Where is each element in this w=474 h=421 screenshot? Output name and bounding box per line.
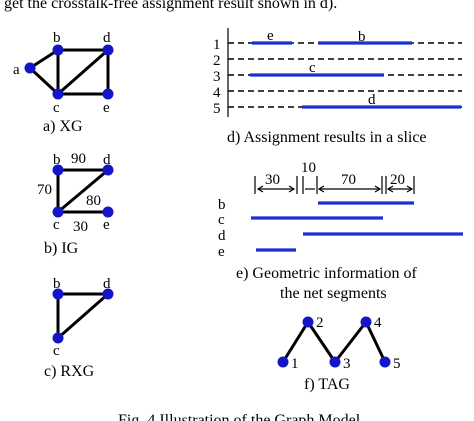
rxg-label-b: b (53, 276, 61, 292)
track-number-3: 3 (213, 69, 221, 85)
geometry-caption-line2: the net segments (280, 285, 387, 302)
rxg-label-c: c (53, 343, 60, 359)
ig-weight-cd: 80 (86, 193, 101, 209)
ig-caption: b) IG (44, 240, 79, 257)
rxg-caption: c) RXG (44, 363, 95, 380)
track-number-4: 4 (213, 85, 221, 101)
xg-caption: a) XG (43, 118, 83, 135)
ig-label-b: b (53, 152, 61, 168)
xg-label-e: e (103, 100, 110, 116)
ig-weight-bc: 70 (37, 182, 52, 198)
tag-label-5: 5 (393, 356, 401, 372)
ig-node-c (52, 206, 64, 218)
dim-label-20: 20 (390, 172, 405, 188)
geom-row-label-d: d (218, 228, 226, 244)
panel-geometry: 30 10 70 20 b c d e e) Geometric informa… (218, 160, 463, 302)
xg-node-a (24, 62, 36, 74)
tag-label-4: 4 (374, 315, 382, 331)
panel-tag: 1 2 3 4 5 f) TAG (277, 315, 401, 393)
tag-label-1: 1 (291, 356, 299, 372)
track-number-1: 1 (213, 37, 221, 53)
track-number-2: 2 (213, 53, 221, 69)
xg-label-a: a (13, 62, 20, 78)
ig-node-b (52, 164, 64, 176)
panel-rxg: b c d c) RXG (44, 276, 114, 380)
geom-row-label-b: b (218, 197, 226, 213)
figure-caption: Fig. 4 Illustration of the Graph Model (118, 412, 361, 421)
geom-row-label-c: c (218, 212, 225, 228)
tag-node-3 (329, 356, 341, 368)
assignment-caption: d) Assignment results in a slice (227, 129, 427, 146)
dim-label-30: 30 (265, 172, 280, 188)
header-text: get the crosstalk-free assignment result… (4, 0, 337, 12)
ig-label-c: c (53, 217, 60, 233)
seg-label-e: e (267, 28, 274, 44)
panel-xg: a b c d e a) XG (13, 30, 114, 135)
seg-label-c: c (309, 60, 316, 76)
ig-label-d: d (103, 152, 111, 168)
xg-label-d: d (103, 30, 111, 46)
rxg-node-c (52, 332, 64, 344)
dim-label-10: 10 (301, 160, 316, 176)
geom-row-label-e: e (218, 244, 225, 260)
tag-label-3: 3 (343, 356, 351, 372)
seg-label-d: d (368, 92, 376, 108)
xg-node-b (52, 44, 64, 56)
panel-ig: b c d e 90 70 80 30 b) IG (37, 151, 114, 257)
track-number-5: 5 (213, 101, 221, 117)
xg-node-e (102, 88, 114, 100)
tag-node-5 (379, 356, 391, 368)
panel-assignment: 1 2 3 4 5 e b c d d) Assignment results … (213, 28, 462, 146)
rxg-node-d (102, 288, 114, 300)
ig-weight-ce: 30 (73, 219, 88, 235)
xg-node-c (52, 88, 64, 100)
tag-caption: f) TAG (304, 376, 350, 393)
xg-node-d (102, 44, 114, 56)
xg-label-c: c (53, 100, 60, 116)
tag-node-2 (302, 316, 314, 328)
ig-node-e (102, 206, 114, 218)
geometry-caption-line1: e) Geometric information of (236, 265, 417, 282)
rxg-node-b (52, 288, 64, 300)
tag-node-4 (360, 316, 372, 328)
dim-label-70: 70 (341, 172, 356, 188)
rxg-label-d: d (103, 276, 111, 292)
xg-label-b: b (53, 30, 61, 46)
ig-node-d (102, 164, 114, 176)
ig-label-e: e (103, 217, 110, 233)
ig-weight-bd: 90 (71, 151, 86, 167)
tag-node-1 (277, 356, 289, 368)
tag-label-2: 2 (316, 315, 324, 331)
seg-label-b: b (358, 29, 366, 45)
